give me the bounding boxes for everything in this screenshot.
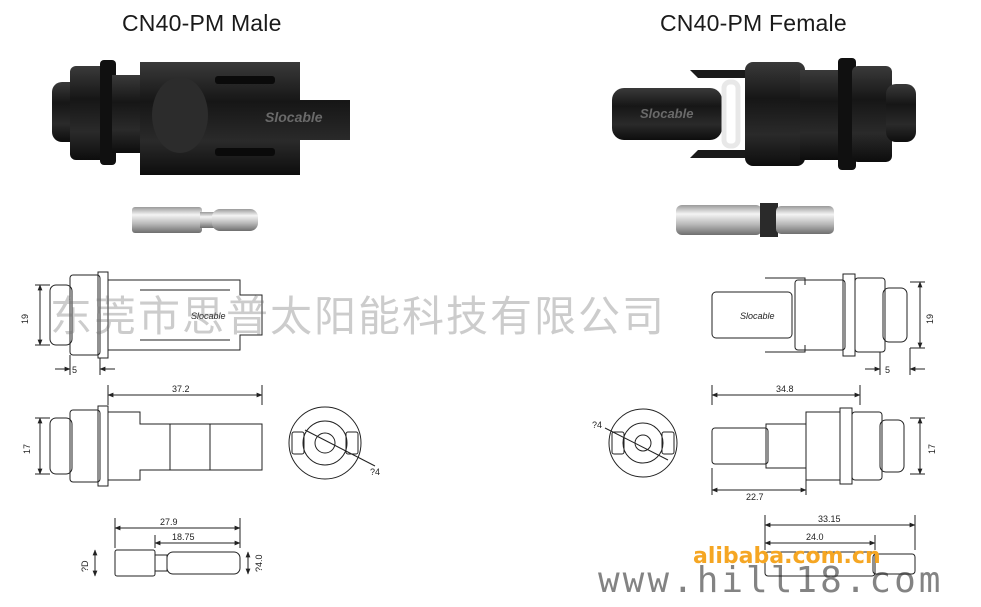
male-connector-photo: Slocable — [52, 60, 350, 175]
female-brand-label: Slocable — [640, 106, 693, 121]
company-watermark: 东莞市思普太阳能科技有限公司 — [50, 292, 667, 341]
female-height-side: 19 — [925, 314, 935, 324]
alibaba-watermark: alibaba.com.cn — [693, 544, 881, 569]
male-contact-length: 27.9 — [160, 517, 178, 527]
male-top-drawing — [35, 385, 376, 487]
male-title: CN40-PM Male — [122, 10, 282, 36]
male-drawing-brand: Slocable — [191, 311, 226, 321]
female-drawing-brand: Slocable — [740, 311, 775, 321]
female-top-drawing — [604, 385, 925, 495]
male-contact-drawing — [92, 518, 251, 577]
male-side-drawing — [35, 271, 263, 375]
female-length-body: 34.8 — [776, 384, 794, 394]
male-height-side: 19 — [20, 314, 30, 324]
female-socket-photo — [676, 203, 834, 237]
male-height-top: 17 — [22, 444, 32, 454]
female-pin-dia: ?4 — [592, 420, 602, 430]
female-length-inner: 22.7 — [746, 492, 764, 502]
female-height-top: 17 — [927, 444, 937, 454]
female-connector-photo: Slocable — [612, 58, 916, 170]
url-watermark: www.hill18.com — [598, 560, 944, 601]
female-contact-length: 33.15 — [818, 514, 841, 524]
female-title: CN40-PM Female — [660, 10, 847, 36]
male-contact-dia-right: ?4.0 — [254, 554, 264, 572]
male-pin-dia: ?4 — [370, 467, 380, 477]
male-pin-photo — [132, 207, 258, 233]
male-length-body: 37.2 — [172, 384, 190, 394]
male-brand-label: Slocable — [265, 109, 323, 125]
male-contact-inner: 18.75 — [172, 532, 195, 542]
female-nut-width: 5 — [885, 365, 890, 375]
male-nut-width: 5 — [72, 365, 77, 375]
female-side-drawing — [711, 273, 925, 375]
female-contact-drawing — [764, 515, 916, 577]
male-contact-dia-left: ?D — [80, 560, 90, 572]
female-contact-inner: 24.0 — [806, 532, 824, 542]
